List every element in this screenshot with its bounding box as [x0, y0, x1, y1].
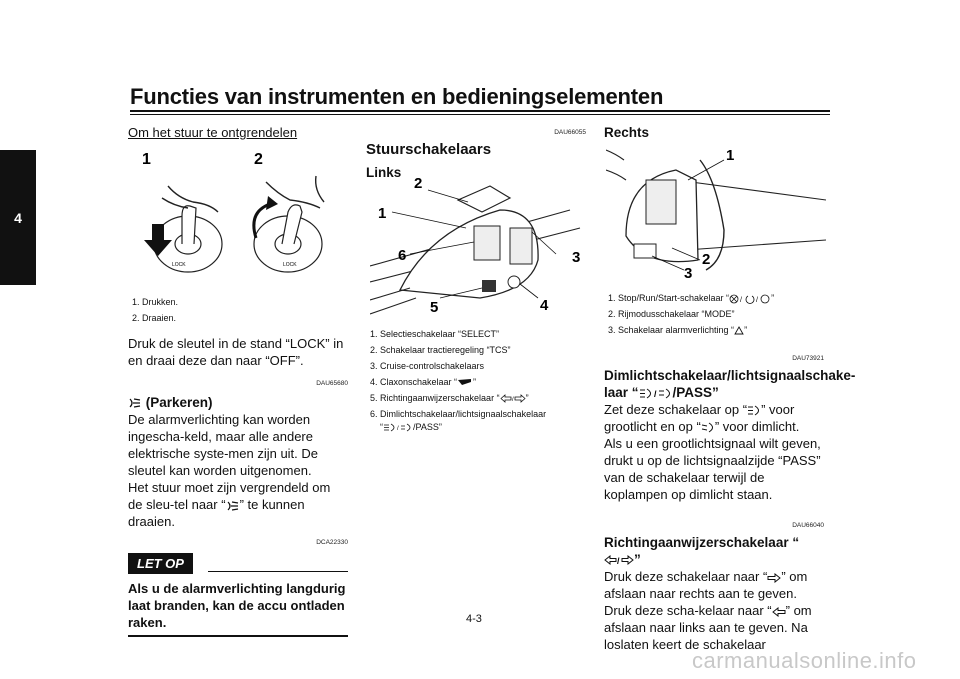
parking-lamp-icon: [227, 500, 238, 511]
fig-label-1: 1: [726, 147, 734, 164]
left-switch-figure: 1 2 3 4 5 6: [370, 175, 580, 316]
title-rule-thin: [130, 114, 830, 115]
unlock-heading: Om het stuur te ontgrendelen: [128, 125, 298, 140]
caption-3: 3. Cruise-controlschakelaars: [370, 361, 485, 371]
parking-heading: (Parkeren): [128, 394, 348, 411]
parking-text-1: De alarmverlichting kan worden ingescha-…: [128, 412, 319, 478]
headlight-icon: /: [384, 423, 411, 432]
parking-lamp-icon: [129, 398, 141, 409]
caption-5: 5. Richtingaanwijzerschakelaar “/”: [370, 393, 529, 404]
reference-code: DAU73921: [792, 355, 824, 362]
caption-1: 1. Selectieschakelaar “SELECT”: [370, 329, 500, 339]
page-number: 4-3: [466, 613, 482, 625]
column-3: Rechts: [604, 124, 824, 141]
turn-signal-heading: Richtingaanwijzerschakelaar “/”: [604, 535, 800, 567]
lock-text-left: LOCK: [172, 262, 186, 268]
caption-6: 6. Dimlichtschakelaar/lichtsignaalschake…: [370, 409, 547, 419]
watermark: carmanualsonline.info: [692, 648, 917, 673]
fig-label-2: 2: [414, 175, 422, 192]
turn-arrow-icon: [252, 202, 271, 239]
turn-signal-icon: /: [499, 394, 526, 403]
right-heading: Rechts: [604, 125, 650, 140]
dimmer-text-1: Zet deze schakelaar op “” voor grootlich…: [604, 402, 800, 434]
svg-text:/: /: [617, 556, 620, 565]
caption-4: 4. Claxonschakelaar “”: [370, 377, 477, 387]
fig-label-4: 4: [540, 297, 549, 314]
column-2-captions: 1. Selectieschakelaar “SELECT” 2. Schake…: [366, 326, 586, 435]
lock-text-right: LOCK: [283, 262, 297, 268]
letop-label: LET OP: [128, 553, 193, 574]
left-arrow-icon: [771, 606, 786, 617]
push-arrow-icon: [144, 224, 172, 256]
left-heading: Links: [366, 165, 402, 180]
reference-code: DCA22330: [316, 539, 348, 546]
low-beam-icon: [701, 422, 713, 433]
fig-label-1: 1: [378, 205, 386, 222]
column-2: DAU66055 Stuurschakelaars Links: [366, 124, 586, 181]
page-title: Functies van instrumenten en bedieningse…: [130, 84, 664, 109]
caption-1: 1. Drukken.: [132, 297, 179, 307]
fig-label-6: 6: [398, 247, 406, 264]
right-arrow-icon: [767, 572, 782, 583]
dimmer-heading-1: Dimlichtschakelaar/lichtsignaalschake-: [604, 368, 856, 383]
fig-label-2: 2: [702, 251, 710, 268]
column-3-body: 1. Stop/Run/Start-schakelaar “//” 2. Rij…: [604, 290, 856, 653]
steering-switches-heading: Stuurschakelaars: [366, 141, 492, 158]
right-switch-figure: 1 2 3: [606, 147, 826, 282]
svg-text:/: /: [397, 426, 399, 432]
column-1: Om het stuur te ontgrendelen: [128, 124, 348, 141]
stop-run-start-icon: //: [729, 294, 770, 304]
fig-label-1: 1: [142, 151, 151, 168]
dimmer-text-2: Als u een grootlichtsignaal wilt geven, …: [604, 436, 821, 502]
reference-code: DAU66055: [554, 129, 586, 136]
fig-label-3: 3: [572, 249, 580, 266]
warning-box: Als u de alarmverlichting langdurig laat…: [128, 574, 348, 637]
headlight-icon: /: [639, 388, 670, 399]
svg-text:/: /: [654, 389, 657, 399]
caption-2: 2. Schakelaar tractieregeling “TCS”: [370, 345, 511, 355]
turn-signal-text: Druk deze schakelaar naar “” om afslaan …: [604, 569, 812, 652]
caption-2: 2. Draaien.: [132, 313, 177, 323]
caption-1: 1. Stop/Run/Start-schakelaar “//”: [608, 293, 775, 304]
caption-3: 3. Schakelaar alarmverlichting “”: [608, 325, 748, 335]
key-figure: 1 2 LOCK LOCK: [142, 151, 325, 273]
svg-text:/: /: [756, 297, 758, 304]
unlock-paragraph: Druk de sleutel in de stand “LOCK” in en…: [128, 336, 344, 368]
svg-text:/: /: [740, 297, 742, 304]
dimmer-heading-2: laar “//PASS”: [604, 385, 719, 400]
fig-label-5: 5: [430, 299, 438, 316]
parking-text-2: Het stuur moet zijn vergrendeld om de sl…: [128, 480, 331, 529]
turn-signal-icon: /: [604, 555, 634, 566]
caption-2: 2. Rijmodusschakelaar “MODE”: [608, 309, 735, 319]
fig-label-3: 3: [684, 265, 692, 282]
fig-label-2: 2: [254, 151, 263, 168]
title-rule: [130, 110, 830, 112]
chapter-tab: 4: [0, 150, 36, 285]
horn-icon: [458, 379, 472, 386]
caption-6-cont: “//PASS”: [380, 422, 442, 433]
svg-text:/: /: [512, 397, 514, 403]
column-1-body: 1. Drukken. 2. Draaien. Druk de sleutel …: [128, 294, 348, 637]
high-beam-icon: [748, 405, 760, 416]
hazard-icon: [734, 326, 744, 335]
reference-code: DAU66040: [792, 522, 824, 529]
reference-code: DAU65680: [316, 380, 348, 387]
